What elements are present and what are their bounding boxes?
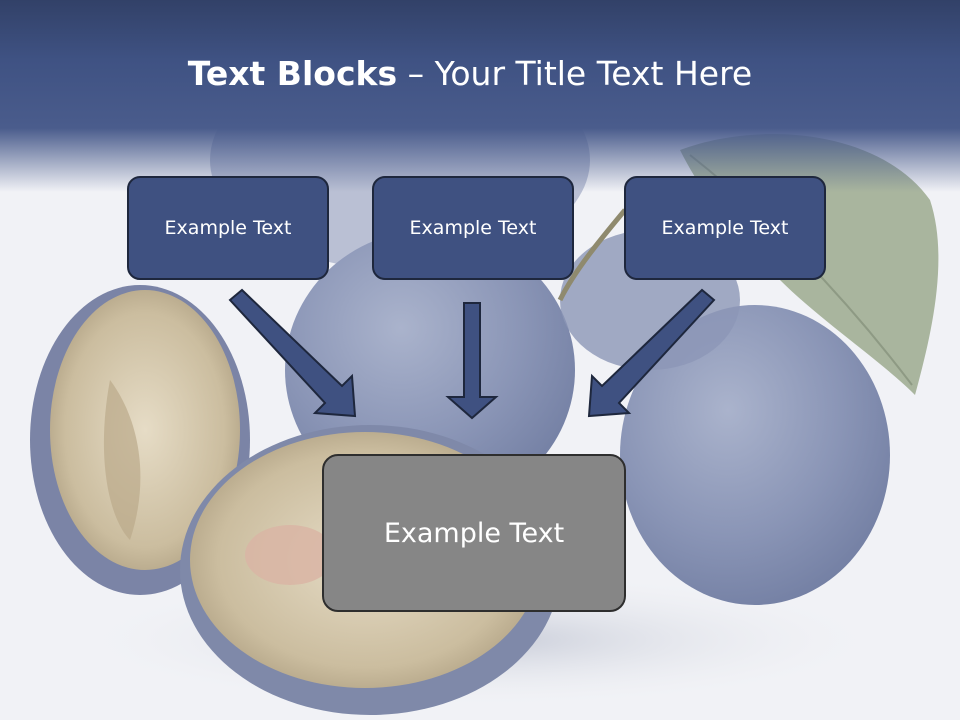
title-bold-part: Text Blocks [187,54,398,93]
title-band [0,0,960,192]
text-block-center-label: Example Text [409,217,537,239]
text-block-right[interactable]: Example Text [624,176,826,280]
title-dash: – [397,54,435,93]
text-block-left[interactable]: Example Text [127,176,329,280]
title-rest: Your Title Text Here [434,54,753,93]
text-block-center[interactable]: Example Text [372,176,574,280]
text-block-left-label: Example Text [164,217,292,239]
slide-title: Text Blocks – Your Title Text Here [0,54,940,93]
text-block-right-label: Example Text [661,217,789,239]
text-block-bottom-label: Example Text [383,517,565,549]
text-block-bottom[interactable]: Example Text [322,454,626,612]
